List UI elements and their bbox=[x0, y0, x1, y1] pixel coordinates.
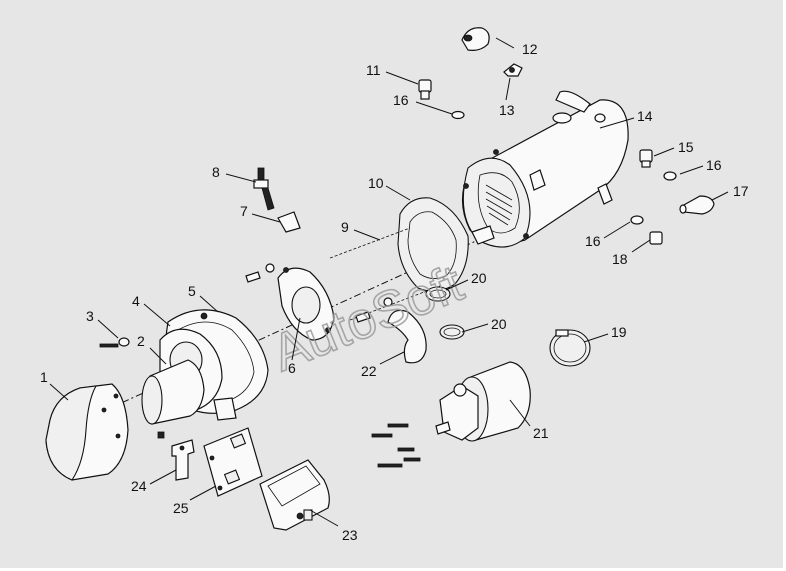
part-sensor-13 bbox=[503, 63, 523, 77]
part-plug-15 bbox=[639, 149, 653, 168]
callout-22: 22 bbox=[361, 363, 377, 379]
callout-11: 11 bbox=[366, 62, 381, 78]
part-glow-plug-8 bbox=[253, 167, 275, 211]
callout-13: 13 bbox=[499, 102, 515, 118]
part-plate-25 bbox=[203, 427, 263, 497]
part-gasket-10 bbox=[397, 197, 469, 292]
part-clamp-20a bbox=[425, 286, 451, 302]
part-gasket-7 bbox=[277, 211, 301, 233]
callout-18: 18 bbox=[612, 251, 628, 267]
callout-20a: 20 bbox=[471, 270, 487, 286]
washer-16b bbox=[663, 171, 677, 181]
callout-8: 8 bbox=[212, 164, 220, 180]
callout-20b: 20 bbox=[491, 316, 507, 332]
callout-15: 15 bbox=[678, 139, 694, 155]
part-bracket-24 bbox=[157, 431, 195, 481]
callout-7: 7 bbox=[240, 203, 248, 219]
callout-14: 14 bbox=[637, 108, 653, 124]
callout-2: 2 bbox=[137, 333, 145, 349]
callout-24: 24 bbox=[131, 478, 147, 494]
callouts: 1 2 3 4 5 6 7 8 9 10 11 12 13 14 15 16 1… bbox=[40, 41, 749, 543]
part-screw-3 bbox=[99, 337, 130, 348]
bolts-flange bbox=[245, 263, 393, 323]
part-pump-21 bbox=[435, 361, 531, 442]
callout-16b: 16 bbox=[706, 157, 722, 173]
callout-17: 17 bbox=[733, 183, 749, 199]
part-cover-1 bbox=[45, 383, 129, 481]
washer-16a bbox=[451, 110, 465, 120]
callout-23: 23 bbox=[342, 527, 358, 543]
callout-4: 4 bbox=[132, 293, 140, 309]
callout-16a: 16 bbox=[393, 92, 409, 108]
callout-25: 25 bbox=[173, 500, 189, 516]
callout-19: 19 bbox=[611, 324, 627, 340]
part-cap bbox=[461, 27, 490, 51]
callout-5: 5 bbox=[188, 283, 196, 299]
callout-10: 10 bbox=[368, 175, 384, 191]
part-hose-22 bbox=[387, 309, 427, 364]
callout-1: 1 bbox=[40, 369, 48, 385]
callout-12: 12 bbox=[522, 41, 538, 57]
callout-21: 21 bbox=[533, 425, 549, 441]
part-motor-2 bbox=[141, 359, 205, 425]
part-clamp-20b bbox=[439, 324, 465, 340]
part-heat-exchanger bbox=[461, 90, 629, 248]
part-flange-6 bbox=[277, 267, 335, 341]
screws-pump bbox=[371, 423, 421, 468]
callout-6: 6 bbox=[288, 360, 296, 376]
part-fitting-18 bbox=[649, 231, 663, 245]
callout-9: 9 bbox=[341, 219, 349, 235]
part-control-unit-23 bbox=[259, 459, 330, 531]
part-nozzle-17 bbox=[679, 195, 715, 215]
part-clamp-19 bbox=[549, 329, 591, 367]
leader-lines bbox=[49, 37, 729, 527]
callout-16c: 16 bbox=[585, 233, 601, 249]
part-bolt-11 bbox=[418, 79, 432, 100]
callout-3: 3 bbox=[86, 308, 94, 324]
washer-16c bbox=[630, 215, 644, 225]
